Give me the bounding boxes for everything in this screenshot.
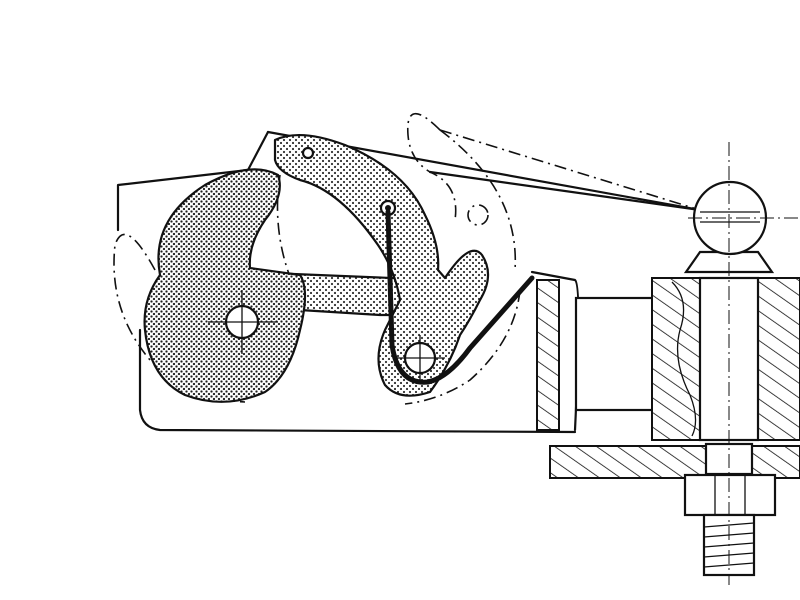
socket-block	[530, 270, 660, 432]
center-line	[688, 142, 800, 585]
mounting-plate	[549, 445, 800, 479]
bolt-and-nut	[683, 442, 777, 577]
spring-wire	[385, 209, 535, 385]
ball-shank-housing	[651, 276, 800, 442]
locking-latch	[273, 133, 490, 397]
hook-jaw	[143, 168, 307, 403]
